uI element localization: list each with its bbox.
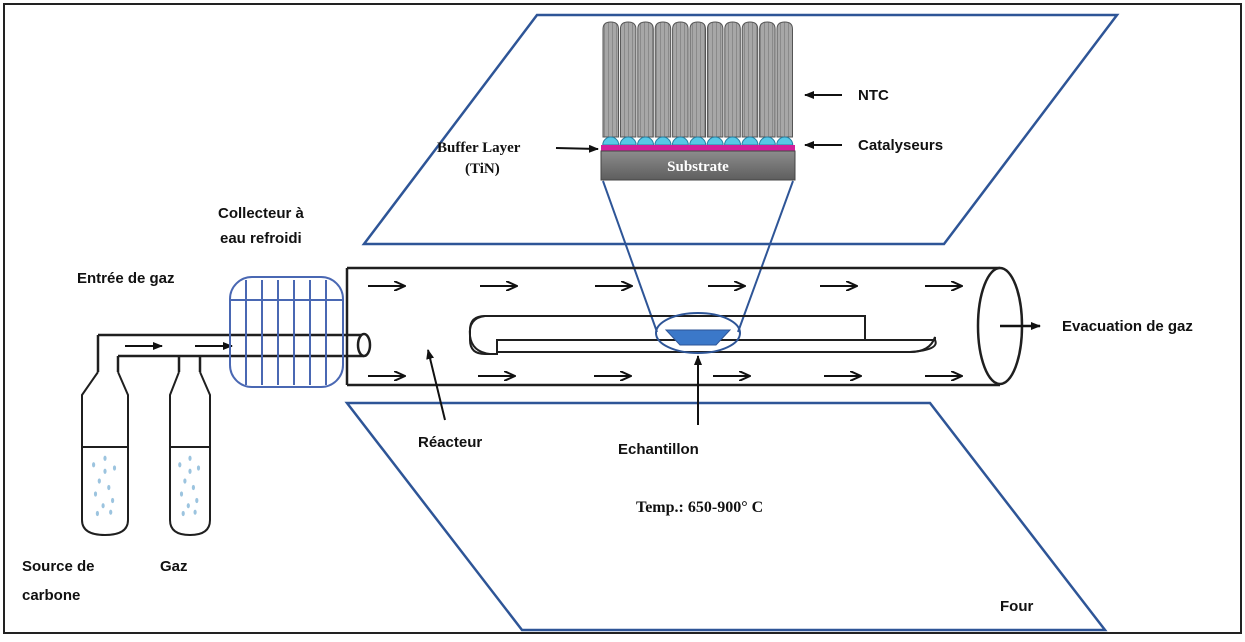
nanotube [724, 21, 741, 138]
bubble [188, 455, 192, 461]
source-carbone-label-1: Source de [22, 558, 95, 575]
source-carbone-label-2: carbone [22, 587, 80, 604]
catalyst-particle [689, 136, 707, 146]
bubble [92, 462, 96, 468]
bubble [112, 465, 117, 471]
nanotube [619, 21, 637, 138]
bubble [188, 468, 192, 474]
buffer-layer-arrow [555, 144, 599, 153]
bubble [195, 497, 199, 504]
zoom-line-right [737, 180, 794, 333]
bubble [93, 491, 98, 497]
zoom-line-left [602, 180, 658, 333]
bubble [107, 484, 111, 491]
entree-gaz-label: Entrée de gaz [77, 270, 175, 287]
catalyst-particle [724, 136, 742, 146]
bubble [103, 468, 107, 474]
buffer-layer-label: Buffer Layer [437, 140, 521, 156]
buffer-layer [601, 145, 795, 151]
catalyst-particle [741, 136, 759, 146]
bubble [193, 509, 197, 515]
echantillon-sample [664, 329, 732, 346]
substrate-label: Substrate [667, 159, 729, 175]
nanotube [741, 21, 759, 138]
nanotube-array: Substrate [600, 21, 796, 181]
catalyst-particle [706, 136, 724, 146]
reacteur-label: Réacteur [418, 434, 482, 451]
bubble [95, 510, 99, 517]
bubble [97, 478, 101, 484]
nanotube [602, 21, 619, 138]
buffer-layer-material: (TiN) [465, 161, 500, 177]
sample-zoom-circle [655, 312, 741, 354]
gas-bottle [169, 371, 211, 537]
bubble [183, 478, 187, 484]
collecteur-label-1: Collecteur à [218, 205, 305, 222]
bubble [181, 510, 185, 517]
bubble [191, 484, 195, 491]
substrate-block [600, 150, 796, 181]
bubble [178, 462, 182, 468]
cooling-collector [229, 276, 344, 388]
bubble [111, 497, 115, 504]
catalyst-particle [654, 136, 672, 146]
bubble [186, 503, 190, 509]
bubble [103, 455, 107, 461]
inlet-tube [96, 332, 372, 372]
bubble [101, 503, 105, 509]
catalyseurs-label: Catalyseurs [858, 137, 943, 154]
furnace-top-plane [361, 13, 1120, 246]
gaz-label: Gaz [160, 558, 188, 575]
bubble [196, 465, 201, 471]
four-label: Four [1000, 598, 1033, 615]
collecteur-label-2: eau refroidi [220, 230, 302, 247]
catalyst-particle [602, 136, 620, 146]
nanotube [637, 21, 654, 138]
nanotube [706, 21, 724, 138]
ntc-label: NTC [858, 87, 889, 104]
nanotube [672, 21, 689, 138]
reacteur-pointer [426, 349, 446, 421]
nanotube [776, 21, 793, 138]
furnace-bottom-plane [344, 401, 1108, 632]
bubble [179, 491, 184, 497]
catalyst-particle [758, 136, 776, 146]
reactor-tube [345, 266, 1024, 387]
evacuation-gaz-label: Evacuation de gaz [1062, 318, 1193, 335]
bubble [109, 509, 113, 515]
catalyst-particle [776, 136, 794, 146]
outer-frame [3, 3, 1242, 634]
nanotube [654, 21, 672, 138]
catalyst-particle [619, 136, 637, 146]
echantillon-label: Echantillon [618, 441, 699, 458]
carbon-source-bottle [81, 371, 129, 537]
catalyst-particle [637, 136, 655, 146]
nanotube [759, 21, 776, 138]
catalyst-particle [671, 136, 689, 146]
nanotube [689, 21, 706, 138]
temperature-label: Temp.: 650-900° C [636, 499, 763, 516]
